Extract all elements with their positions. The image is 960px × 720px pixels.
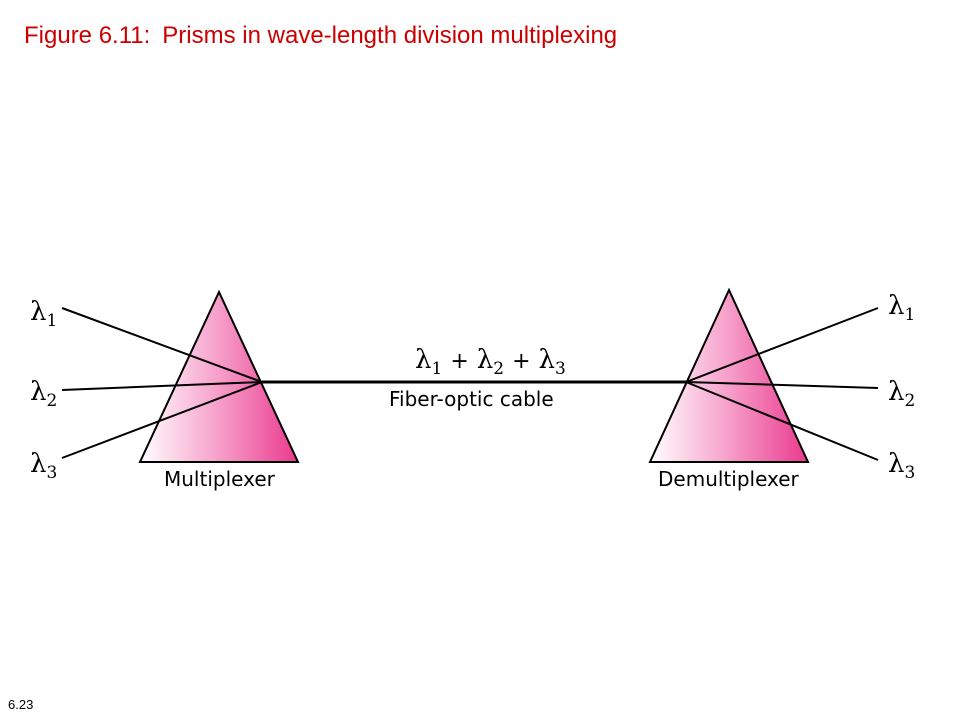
input-beam-3: [61, 381, 263, 459]
demultiplexer-prism: [648, 287, 810, 463]
input-beam-1: [61, 307, 263, 383]
cable-label: Fiber-optic cable: [389, 387, 554, 411]
figure-label: Figure 6.11:: [24, 22, 151, 49]
output-beam-3: [685, 381, 879, 461]
demultiplexer-label: Demultiplexer: [658, 467, 800, 491]
input-label-1: λ1: [30, 297, 57, 331]
output-label-3: λ3: [888, 449, 915, 483]
output-label-2: λ2: [888, 377, 915, 411]
output-beam-1: [685, 307, 879, 383]
multiplexer-prism: [138, 289, 300, 463]
output-beam-2: [685, 381, 879, 389]
figure-title: Prisms in wave-length division multiplex…: [162, 22, 618, 49]
input-beam-2: [61, 381, 263, 391]
slide-title: Figure 6.11: Prisms in wave-length divisi…: [24, 20, 617, 52]
page-number: 6.23: [8, 697, 34, 712]
multiplexer-label: Multiplexer: [164, 467, 276, 491]
combined-signal-label: λ1+λ2+λ3: [415, 345, 566, 379]
output-label-1: λ1: [888, 291, 915, 325]
input-label-3: λ3: [30, 449, 57, 483]
input-label-2: λ2: [30, 377, 57, 411]
